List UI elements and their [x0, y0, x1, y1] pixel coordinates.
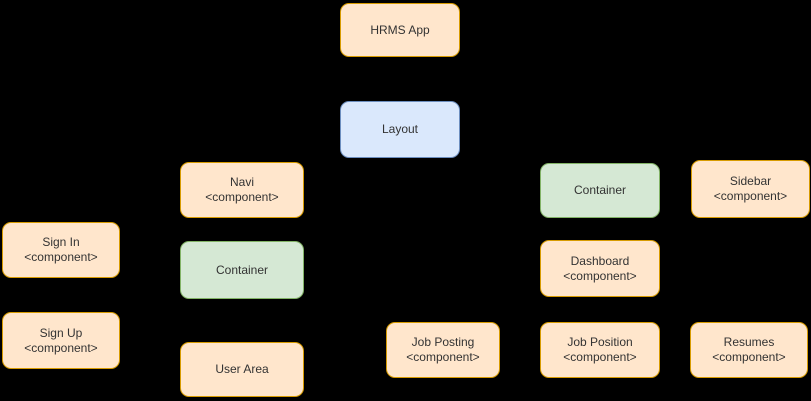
node-label: Navi	[229, 175, 254, 189]
node-label: Sign Up	[39, 325, 83, 340]
node-label: Sidebar	[729, 174, 772, 188]
node-label: Sign In	[42, 235, 80, 249]
node-container-left: Container	[180, 241, 304, 299]
node-label: User Area	[215, 362, 269, 376]
node-layout: Layout	[340, 101, 460, 158]
node-label: Job Position	[567, 335, 633, 349]
node-label: Job Posting	[411, 335, 475, 349]
node-dashboard: Dashboard<component>	[540, 240, 660, 297]
node-container-right: Container	[540, 163, 660, 218]
node-stereotype: <component>	[563, 268, 637, 283]
node-stereotype: <component>	[24, 250, 98, 264]
node-label: Container	[573, 183, 627, 197]
node-user-area: User Area	[180, 342, 304, 397]
node-stereotype: <component>	[713, 189, 788, 203]
node-hrms-app: HRMS App	[340, 3, 460, 57]
node-stereotype: <component>	[24, 340, 98, 355]
node-navi: Navi<component>	[180, 162, 304, 218]
node-label: Resumes	[723, 335, 775, 349]
node-stereotype: <component>	[205, 190, 279, 204]
node-label: Layout	[381, 122, 419, 136]
node-job-position: Job Position<component>	[540, 322, 660, 378]
node-label: HRMS App	[370, 22, 430, 37]
node-stereotype: <component>	[563, 350, 637, 364]
node-sign-up: Sign Up<component>	[2, 312, 120, 369]
node-sidebar: Sidebar<component>	[691, 160, 810, 218]
edge-dashboard-to-resumes	[599, 297, 750, 322]
node-stereotype: <component>	[712, 350, 786, 364]
node-job-posting: Job Posting<component>	[386, 322, 500, 378]
node-resumes: Resumes<component>	[690, 322, 808, 378]
node-label: Container	[215, 262, 269, 277]
edge-dashboard-to-job-posting	[442, 297, 601, 322]
edge-container-left-to-sign-up	[60, 299, 243, 312]
node-sign-in: Sign In<component>	[2, 222, 120, 278]
node-label: Dashboard	[570, 253, 630, 268]
edge-container-left-to-sign-in	[120, 249, 180, 271]
node-stereotype: <component>	[406, 350, 480, 364]
